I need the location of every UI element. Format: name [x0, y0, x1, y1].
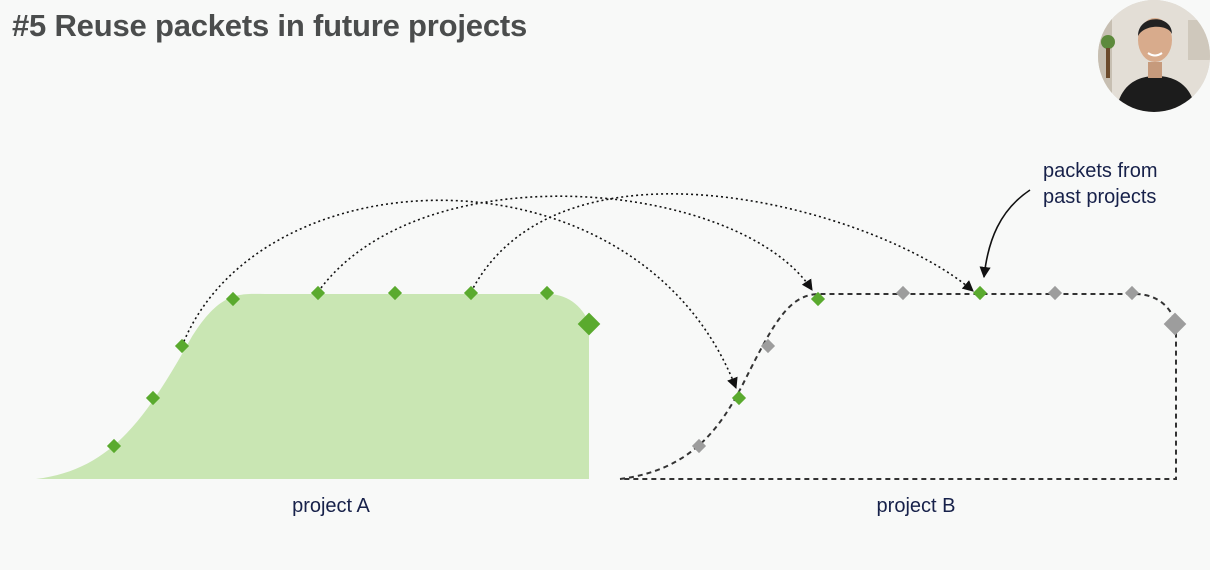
slide-title: #5 Reuse packets in future projects	[12, 8, 528, 43]
project-b-outline	[619, 293, 1177, 480]
packet	[895, 285, 911, 301]
packet-large	[1163, 312, 1187, 336]
packet	[106, 438, 122, 454]
packet	[463, 285, 479, 301]
packet	[145, 390, 161, 406]
reuse-arrow-2	[317, 195, 813, 293]
project-a-label: project A	[292, 495, 370, 517]
reuse-arrows	[181, 193, 974, 390]
annotation-line-2: past projects	[1043, 186, 1156, 208]
packet	[174, 338, 190, 354]
packet	[760, 338, 776, 354]
reuse-arrow-1	[181, 199, 738, 390]
packet	[1124, 285, 1140, 301]
presenter-webcam	[1098, 0, 1210, 112]
project-b-reused-packets	[731, 285, 988, 406]
packet	[310, 285, 326, 301]
packet	[225, 291, 241, 307]
packet	[691, 438, 707, 454]
annotation-line-1: packets from	[1043, 160, 1157, 182]
webcam-video-icon	[1098, 0, 1210, 112]
annotation-arrow	[979, 189, 1031, 279]
packet	[387, 285, 403, 301]
packet	[1047, 285, 1063, 301]
packet	[972, 285, 988, 301]
project-b-label: project B	[877, 495, 956, 517]
packet	[810, 291, 826, 307]
reuse-arrow-3	[470, 193, 974, 293]
packet	[731, 390, 747, 406]
packet	[539, 285, 555, 301]
project-b-new-packets	[691, 285, 1187, 454]
project-a-shape	[36, 293, 589, 479]
